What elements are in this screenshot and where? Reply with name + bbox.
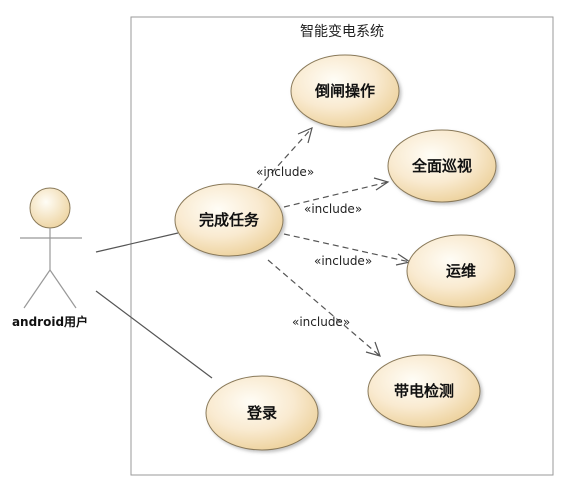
usecase-login-label: 登录 — [246, 404, 277, 422]
actor-label: android用户 — [12, 314, 88, 329]
association-task — [95, 232, 179, 253]
include-label-3: «include» — [314, 254, 372, 268]
include-live-detect — [267, 259, 381, 357]
usecase-complete-task-label: 完成任务 — [199, 211, 260, 229]
include-label-4: «include» — [292, 315, 350, 329]
usecase-operation[interactable]: 运维 — [406, 234, 516, 308]
usecase-login[interactable]: 登录 — [205, 375, 319, 451]
include-label-2: «include» — [304, 202, 362, 216]
usecase-switch-op[interactable]: 倒闸操作 — [290, 54, 400, 128]
usecase-complete-task[interactable]: 完成任务 — [174, 183, 284, 257]
usecase-operation-label: 运维 — [446, 262, 476, 280]
actor-android-user[interactable]: android用户 — [12, 187, 88, 329]
actor-right-leg — [49, 269, 77, 309]
actor-head — [29, 187, 71, 229]
usecase-live-detect-label: 带电检测 — [394, 382, 454, 400]
actor-left-leg — [23, 269, 51, 309]
usecase-full-inspect[interactable]: 全面巡视 — [387, 129, 497, 203]
include-switch-op — [257, 126, 313, 189]
usecase-live-detect[interactable]: 带电检测 — [367, 354, 481, 428]
usecase-full-inspect-label: 全面巡视 — [411, 157, 472, 175]
usecase-switch-op-label: 倒闸操作 — [314, 82, 375, 100]
association-login — [95, 290, 213, 379]
include-full-inspect — [283, 177, 390, 208]
system-title: 智能变电系统 — [300, 24, 384, 40]
include-label-1: «include» — [256, 165, 314, 179]
